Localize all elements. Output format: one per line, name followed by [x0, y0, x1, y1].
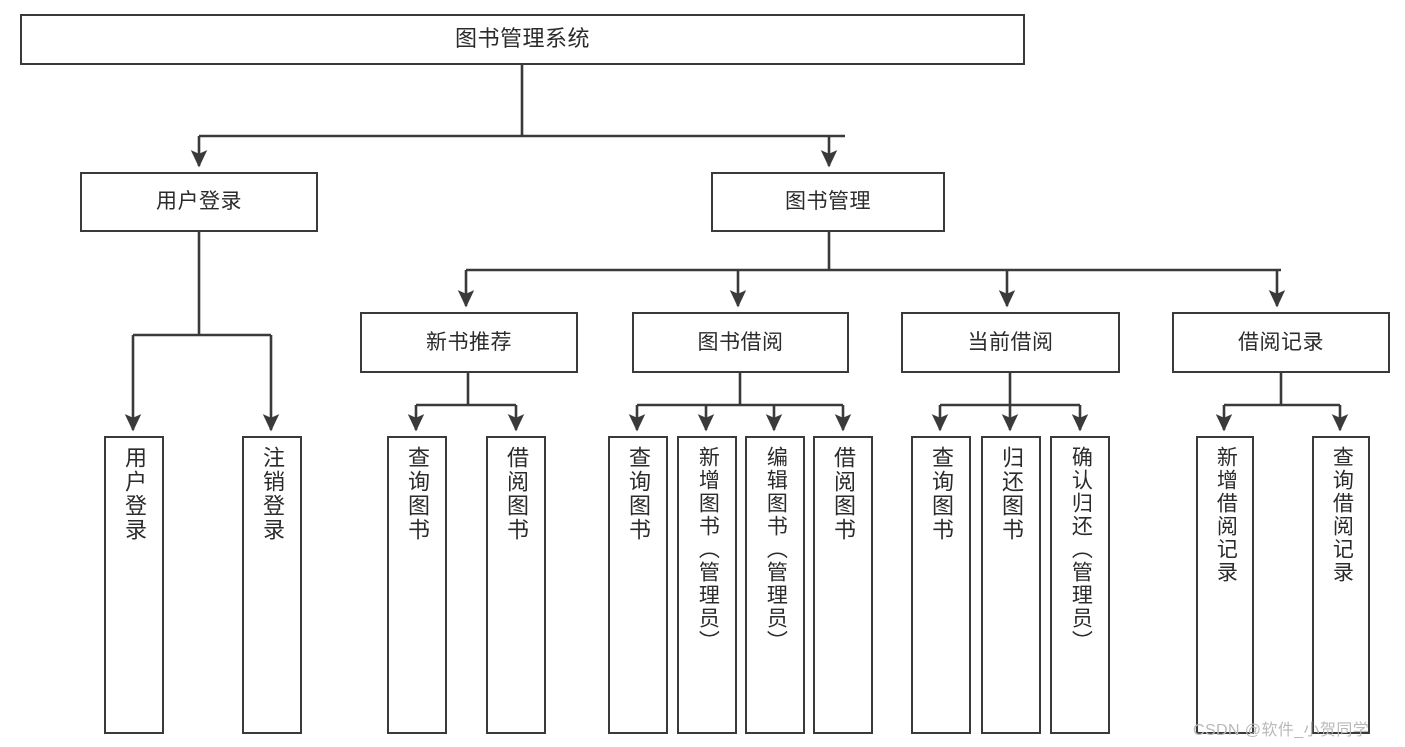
- node-leaf-query-book-1[interactable]: 查询图书: [387, 436, 447, 734]
- node-leaf-query-record[interactable]: 查询借阅记录: [1312, 436, 1370, 734]
- node-current-borrow-label: 当前借阅: [967, 330, 1054, 354]
- node-leaf-query-book-3-label: 查询图书: [928, 446, 954, 542]
- node-new-book-rec[interactable]: 新书推荐: [360, 312, 578, 373]
- node-book-manage[interactable]: 图书管理: [711, 172, 945, 232]
- node-leaf-confirm-return-label: 确认归还（管理员）: [1069, 446, 1093, 653]
- node-user-login[interactable]: 用户登录: [80, 172, 318, 232]
- node-leaf-query-book-1-label: 查询图书: [404, 446, 430, 542]
- node-current-borrow[interactable]: 当前借阅: [901, 312, 1120, 373]
- node-leaf-add-record-label: 新增借阅记录: [1214, 446, 1238, 584]
- watermark-csdn: CSDN @软件_小贺同学: [1193, 722, 1370, 739]
- node-leaf-logout[interactable]: 注销登录: [242, 436, 302, 734]
- node-user-login-label: 用户登录: [156, 190, 242, 214]
- node-leaf-user-login[interactable]: 用户登录: [104, 436, 164, 734]
- node-borrow-record-label: 借阅记录: [1238, 330, 1324, 354]
- node-leaf-return-book[interactable]: 归还图书: [981, 436, 1041, 734]
- node-leaf-add-book[interactable]: 新增图书（管理员）: [677, 436, 737, 734]
- node-leaf-edit-book-label: 编辑图书（管理员）: [764, 446, 788, 653]
- node-leaf-query-book-3[interactable]: 查询图书: [911, 436, 971, 734]
- node-borrow-record[interactable]: 借阅记录: [1172, 312, 1390, 373]
- node-book-borrow[interactable]: 图书借阅: [632, 312, 849, 373]
- node-leaf-borrow-book-1[interactable]: 借阅图书: [486, 436, 546, 734]
- node-leaf-confirm-return[interactable]: 确认归还（管理员）: [1050, 436, 1110, 734]
- node-leaf-borrow-book-2[interactable]: 借阅图书: [813, 436, 873, 734]
- node-leaf-edit-book[interactable]: 编辑图书（管理员）: [745, 436, 805, 734]
- node-root[interactable]: 图书管理系统: [20, 14, 1025, 65]
- node-leaf-add-book-label: 新增图书（管理员）: [696, 446, 720, 653]
- node-leaf-user-login-label: 用户登录: [121, 446, 147, 542]
- node-book-manage-label: 图书管理: [785, 190, 871, 214]
- node-root-label: 图书管理系统: [454, 26, 590, 52]
- node-leaf-borrow-book-2-label: 借阅图书: [830, 446, 856, 542]
- node-book-borrow-label: 图书借阅: [697, 330, 784, 354]
- node-leaf-borrow-book-1-label: 借阅图书: [503, 446, 529, 542]
- node-leaf-logout-label: 注销登录: [259, 446, 285, 542]
- node-leaf-add-record[interactable]: 新增借阅记录: [1196, 436, 1254, 734]
- node-leaf-query-book-2[interactable]: 查询图书: [608, 436, 668, 734]
- node-new-book-rec-label: 新书推荐: [426, 330, 512, 354]
- node-leaf-return-book-label: 归还图书: [998, 446, 1024, 542]
- node-leaf-query-record-label: 查询借阅记录: [1330, 446, 1354, 584]
- node-leaf-query-book-2-label: 查询图书: [625, 446, 651, 542]
